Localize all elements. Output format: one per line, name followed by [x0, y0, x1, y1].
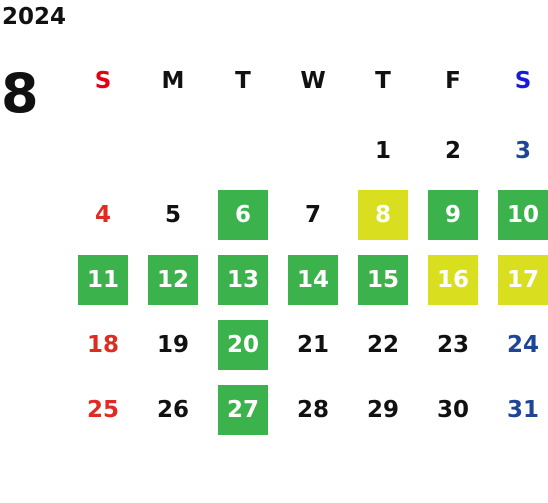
day-cell-14[interactable]: 14: [288, 255, 338, 305]
day-cell-27[interactable]: 27: [218, 385, 268, 435]
day-cell-19[interactable]: 19: [156, 332, 189, 358]
day-cell-7[interactable]: 7: [304, 202, 321, 228]
day-cell-23[interactable]: 23: [436, 332, 469, 358]
day-cell-13[interactable]: 13: [218, 255, 268, 305]
weekday-tuesday: T: [235, 68, 251, 94]
day-cell-17[interactable]: 17: [498, 255, 548, 305]
day-cell-5[interactable]: 5: [164, 202, 181, 228]
day-cell-16[interactable]: 16: [428, 255, 478, 305]
day-cell-15[interactable]: 15: [358, 255, 408, 305]
day-cell-24[interactable]: 24: [506, 332, 539, 358]
day-cell-29[interactable]: 29: [366, 397, 399, 423]
year-label: 2024: [2, 4, 67, 30]
day-cell-1[interactable]: 1: [374, 138, 391, 164]
day-cell-3[interactable]: 3: [514, 138, 531, 164]
day-cell-11[interactable]: 11: [78, 255, 128, 305]
weekday-monday: M: [161, 68, 185, 94]
day-cell-18[interactable]: 18: [86, 332, 119, 358]
day-cell-21[interactable]: 21: [296, 332, 329, 358]
weekday-wednesday: W: [300, 68, 326, 94]
weekday-sunday: S: [94, 68, 112, 94]
weekday-friday: F: [445, 68, 461, 94]
day-cell-10[interactable]: 10: [498, 190, 548, 240]
weekday-saturday: S: [514, 68, 532, 94]
day-cell-22[interactable]: 22: [366, 332, 399, 358]
day-cell-31[interactable]: 31: [506, 397, 539, 423]
day-cell-30[interactable]: 30: [436, 397, 469, 423]
day-cell-2[interactable]: 2: [444, 138, 461, 164]
day-cell-26[interactable]: 26: [156, 397, 189, 423]
day-cell-4[interactable]: 4: [94, 202, 111, 228]
day-cell-12[interactable]: 12: [148, 255, 198, 305]
day-cell-20[interactable]: 20: [218, 320, 268, 370]
day-cell-6[interactable]: 6: [218, 190, 268, 240]
day-cell-28[interactable]: 28: [296, 397, 329, 423]
month-label: 8: [1, 62, 39, 125]
day-cell-9[interactable]: 9: [428, 190, 478, 240]
day-cell-8[interactable]: 8: [358, 190, 408, 240]
day-cell-25[interactable]: 25: [86, 397, 119, 423]
weekday-thursday: T: [375, 68, 391, 94]
